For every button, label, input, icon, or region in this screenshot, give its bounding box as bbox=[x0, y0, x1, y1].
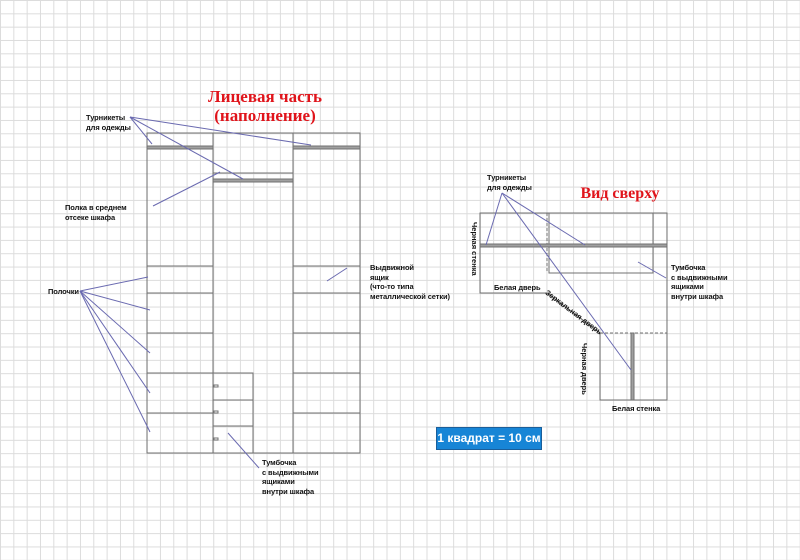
leader-line bbox=[501, 192, 632, 371]
label-black-wall: Черная стенка bbox=[470, 222, 479, 276]
leader-line bbox=[79, 290, 151, 394]
label-white-wall: Белая стенка bbox=[612, 404, 661, 413]
label-line: металлической сетки) bbox=[370, 291, 450, 301]
leader-line bbox=[79, 276, 149, 292]
leader-line bbox=[501, 192, 586, 246]
label-white-door: Белая дверь bbox=[494, 283, 541, 292]
leader-line bbox=[79, 290, 151, 354]
label-rails-top: Турникеты для одежды bbox=[487, 173, 532, 192]
label-line: Полка в среднем bbox=[65, 203, 127, 212]
leader-line bbox=[129, 116, 153, 145]
top-view-cabinet bbox=[548, 212, 654, 274]
label-drawer: Выдвижной ящик (что-то типа металлическо… bbox=[370, 263, 450, 301]
top-view-vertical-rail bbox=[630, 332, 635, 401]
top-view-title: Вид сверху bbox=[570, 184, 670, 203]
leader-line bbox=[227, 432, 260, 469]
top-view-horizontal-rail bbox=[479, 243, 668, 248]
label-middle-shelf: Полка в среднем отсеке шкафа bbox=[65, 203, 127, 222]
label-line: для одежды bbox=[487, 182, 532, 192]
front-view-title-line1: Лицевая часть bbox=[208, 87, 322, 106]
label-line: Полочки bbox=[48, 287, 79, 296]
label-line: с выдвижными bbox=[262, 467, 319, 477]
drawer-handle bbox=[213, 384, 219, 388]
left-rail bbox=[146, 145, 214, 150]
label-line: Выдвижной bbox=[370, 263, 414, 272]
drawer-handle bbox=[213, 437, 219, 441]
label-black-door: Черная дверь bbox=[580, 343, 589, 395]
drawer-handle bbox=[213, 410, 219, 414]
label-line: Тумбочка bbox=[671, 263, 706, 272]
front-view-title: Лицевая часть (наполнение) bbox=[190, 87, 340, 125]
middle-rail bbox=[212, 178, 294, 183]
leader-line bbox=[129, 116, 244, 180]
leader-line bbox=[79, 290, 151, 433]
label-line: (что-то типа bbox=[370, 282, 414, 291]
label-line: отсеке шкафа bbox=[65, 212, 116, 222]
top-view-outline bbox=[479, 212, 668, 401]
label-line: для одежды bbox=[86, 122, 131, 132]
leader-line bbox=[326, 267, 348, 282]
mirror-door-line bbox=[546, 292, 601, 334]
label-cabinet-front: Тумбочка с выдвижными ящиками внутри шка… bbox=[262, 458, 319, 496]
label-line: внутри шкафа bbox=[671, 291, 724, 301]
label-line: ящиками bbox=[671, 282, 704, 291]
label-line: с выдвижными bbox=[671, 272, 728, 282]
right-rail bbox=[292, 145, 361, 150]
label-line: Тумбочка bbox=[262, 458, 297, 467]
label-line: ящиками bbox=[262, 477, 295, 486]
front-view-title-line2: (наполнение) bbox=[214, 106, 316, 125]
label-shelves: Полочки bbox=[48, 287, 79, 297]
top-view-title-text: Вид сверху bbox=[580, 185, 660, 202]
label-line: Турникеты bbox=[86, 113, 126, 122]
label-line: внутри шкафа bbox=[262, 486, 315, 496]
drawer-cabinet bbox=[212, 372, 254, 454]
label-line: Турникеты bbox=[487, 173, 527, 182]
label-cabinet-top: Тумбочка с выдвижными ящиками внутри шка… bbox=[671, 263, 728, 301]
label-line: ящик bbox=[370, 272, 389, 282]
leader-line bbox=[79, 290, 151, 311]
leader-line bbox=[485, 192, 503, 246]
scale-note-badge: 1 квадрат = 10 см bbox=[436, 427, 542, 450]
leader-line bbox=[637, 261, 667, 279]
label-rails-front: Турникеты для одежды bbox=[86, 113, 131, 132]
leader-line bbox=[129, 116, 312, 146]
leader-line bbox=[152, 171, 221, 207]
